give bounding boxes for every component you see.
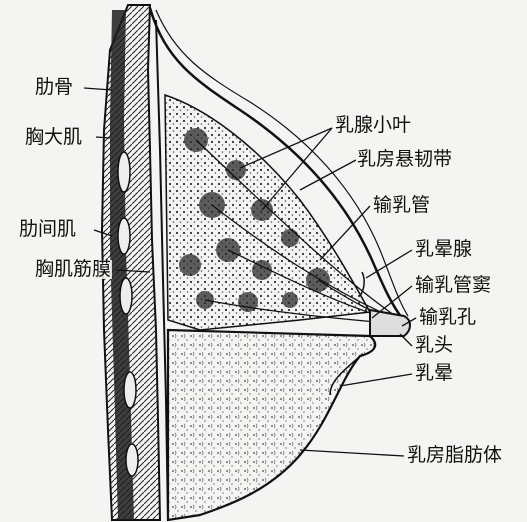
label-lactiferous-duct: 输乳管 bbox=[372, 196, 431, 215]
label-areola: 乳晕 bbox=[414, 364, 454, 383]
label-lactiferous-sinus: 输乳管窦 bbox=[414, 276, 492, 295]
label-suspensory-ligament: 乳房悬韧带 bbox=[356, 150, 453, 169]
label-pectoralis-major: 胸大肌 bbox=[24, 128, 83, 147]
label-areolar-gland: 乳晕腺 bbox=[414, 240, 473, 259]
fat-body bbox=[168, 330, 375, 520]
label-lactiferous-pore: 输乳孔 bbox=[418, 308, 477, 327]
label-mammary-lobule: 乳腺小叶 bbox=[334, 116, 412, 135]
label-rib: 肋骨 bbox=[34, 78, 74, 97]
label-intercostal-muscle: 肋间肌 bbox=[18, 220, 77, 239]
label-pectoral-fascia: 胸肌筋膜 bbox=[34, 260, 112, 279]
label-nipple: 乳头 bbox=[414, 336, 454, 355]
nipple bbox=[370, 310, 410, 336]
label-breast-fat: 乳房脂肪体 bbox=[406, 446, 503, 465]
